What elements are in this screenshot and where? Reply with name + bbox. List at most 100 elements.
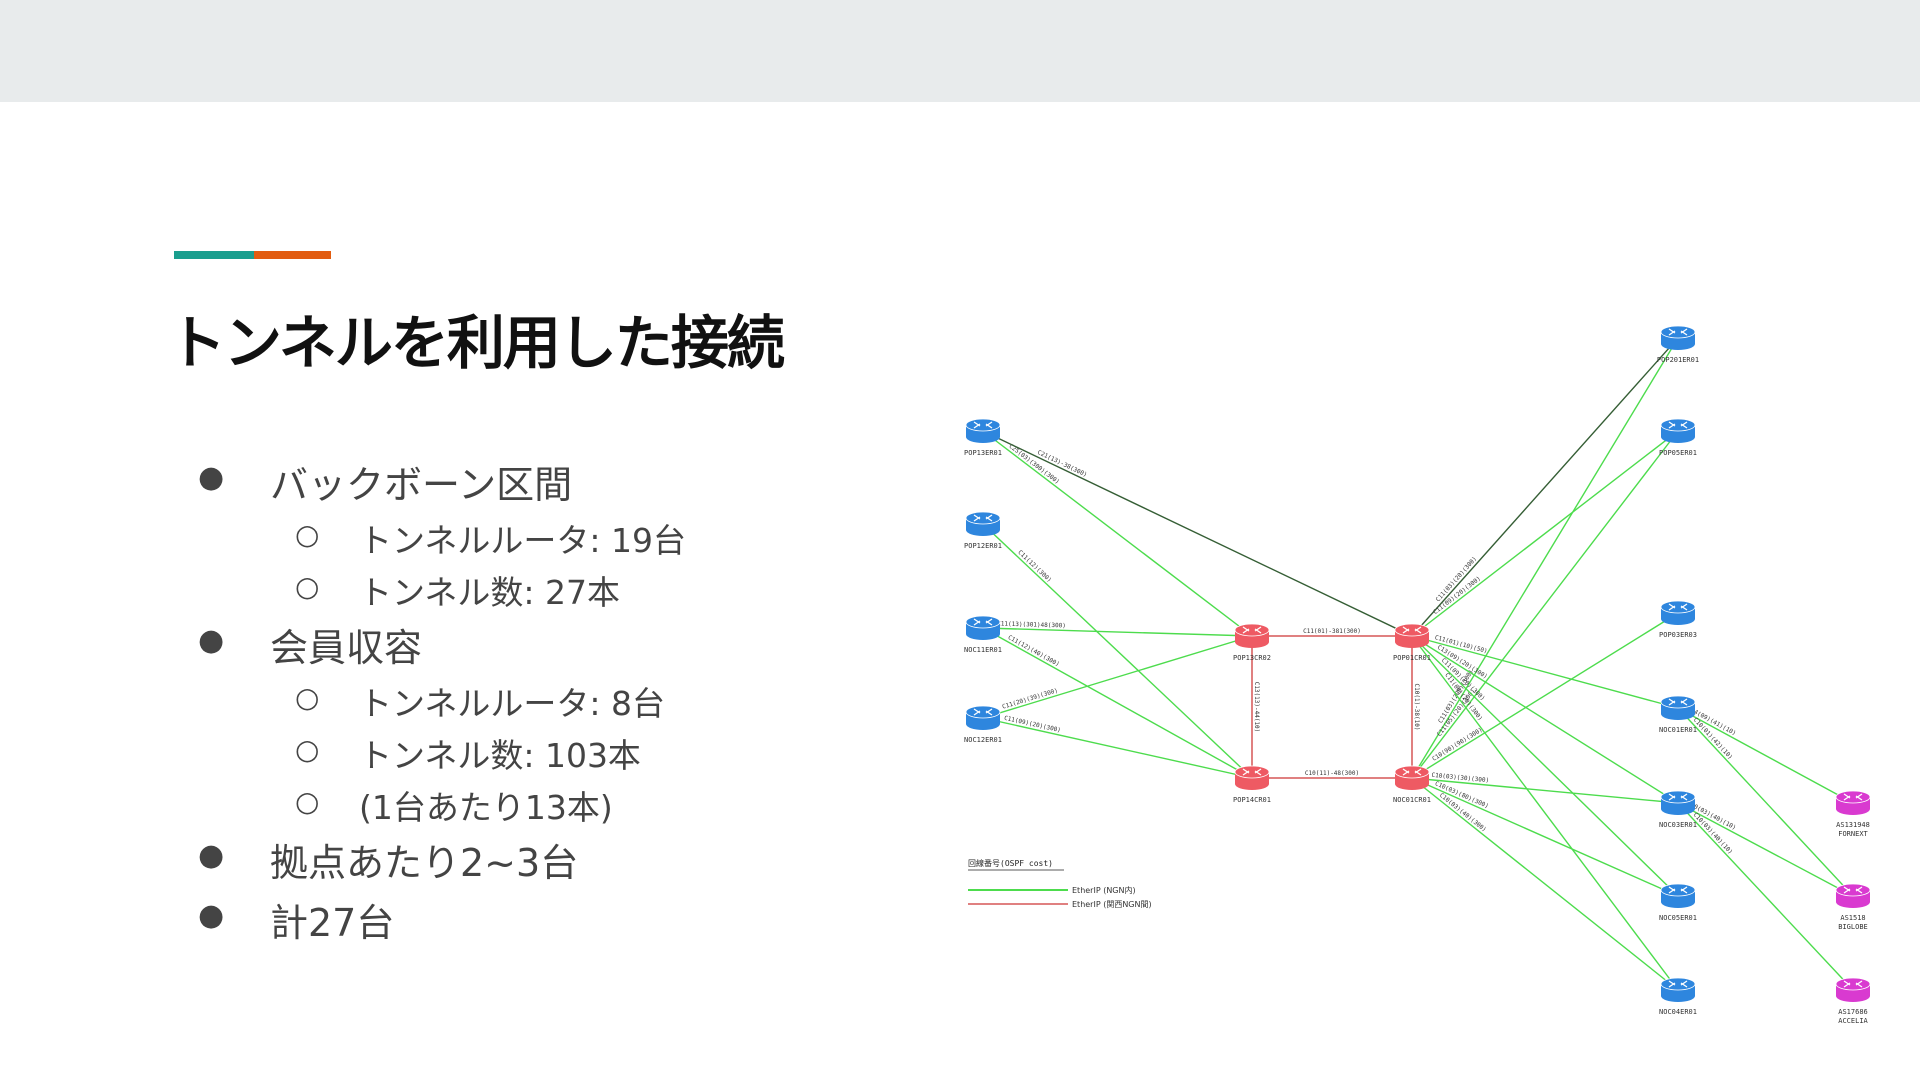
diagram-legend: 回線番号(OSPF cost)EtherIP (NGN内)EtherIP (関西…	[968, 858, 1152, 909]
link-noc03er01-as1518	[1677, 802, 1854, 897]
link-label: C11(12)(300)	[1016, 549, 1052, 584]
router-label: POP201ER01	[1657, 356, 1699, 364]
router-label: NOC11ER01	[964, 646, 1002, 654]
router-arrows-icon	[973, 514, 993, 522]
link-pop01cr01-noc03er01	[1411, 635, 1679, 804]
router-icon-top	[1660, 883, 1696, 897]
router-arrows-icon	[1668, 886, 1688, 894]
link-label: C13(13)-44(10)	[1253, 682, 1260, 733]
link-label: C10(11)-48(300)	[1305, 770, 1359, 777]
router-icon-base	[1661, 338, 1695, 350]
bullet-marker: ●	[198, 898, 225, 933]
sub-bullet-text: トンネルルータ: 19台	[359, 521, 686, 560]
router-icon-base	[966, 524, 1000, 536]
link-pop01cr01-noc04er01	[1411, 635, 1679, 991]
router-arrows-icon	[1242, 768, 1262, 776]
router-icon-base	[1235, 636, 1269, 648]
link-pop13er01-pop13cr02	[982, 430, 1253, 637]
router-label: AS17686	[1838, 1008, 1868, 1016]
sub-bullet-text: トンネルルータ: 8台	[359, 684, 665, 723]
link-noc01er01-as1518	[1677, 707, 1854, 897]
network-topology-diagram: C11(01)-381(300)C10(11)-48(300)C13(13)-4…	[950, 318, 1870, 1038]
link-noc01cr01-noc05er01	[1411, 777, 1679, 897]
link-pop12er01-pop14cr01	[982, 523, 1253, 779]
accent-bar-orange	[254, 251, 331, 259]
router-label: AS1518	[1840, 914, 1865, 922]
router-icon-top	[965, 705, 1001, 719]
router-noc11er01: NOC11ER01	[964, 615, 1002, 654]
router-icon-base	[1661, 431, 1695, 443]
router-pop13er01: POP13ER01	[964, 418, 1002, 457]
link-pop01cr01-pop201er01	[1411, 337, 1679, 637]
router-label: POP13CR02	[1233, 654, 1271, 662]
router-label: POP14CR01	[1233, 796, 1271, 804]
router-icon-top	[1394, 765, 1430, 779]
router-label: NOC04ER01	[1659, 1008, 1697, 1016]
router-arrows-icon	[1242, 626, 1262, 634]
router-icon-top	[1234, 765, 1270, 779]
router-icon-base	[1661, 708, 1695, 720]
legend-item-text: EtherIP (関西NGN間)	[1072, 900, 1152, 909]
router-pop13cr02: POP13CR02	[1233, 623, 1271, 662]
router-label: POP01CR01	[1393, 654, 1431, 662]
link-pop13er01-pop01cr01	[982, 430, 1413, 637]
bullet-text: 拠点あたり2~3台	[270, 841, 579, 885]
router-label: NOC01CR01	[1393, 796, 1431, 804]
router-label: NOC05ER01	[1659, 914, 1697, 922]
sub-bullet-marker: ○	[295, 733, 320, 766]
router-icon-top	[1660, 977, 1696, 991]
router-arrows-icon	[1668, 980, 1688, 988]
sub-bullet-text: トンネル数: 103本	[359, 736, 641, 775]
router-noc04er01: NOC04ER01	[1659, 977, 1697, 1016]
router-icon-base	[1661, 803, 1695, 815]
router-arrows-icon	[1843, 980, 1863, 988]
link-label: C11(13)(301)48(300)	[997, 620, 1066, 629]
link-label: C11(12)(40)(300)	[1007, 634, 1061, 668]
router-pop01cr01: POP01CR01	[1393, 623, 1431, 662]
router-icon-top	[1835, 883, 1870, 897]
link-label: C11(20)(39)(300)	[1001, 687, 1058, 711]
nodes-layer: POP13ER01POP12ER01NOC11ER01NOC12ER01POP1…	[964, 325, 1870, 1025]
sub-bullet-marker: ○	[295, 785, 320, 818]
bullet-marker: ●	[198, 460, 225, 495]
link-noc11er01-pop14cr01	[982, 627, 1253, 779]
top-band	[0, 0, 1920, 102]
link-noc12er01-pop13cr02	[982, 635, 1253, 719]
router-label: AS131948	[1836, 821, 1870, 829]
router-pop12er01: POP12ER01	[964, 511, 1002, 550]
sub-bullet-text: (1台あたり13本)	[359, 788, 613, 827]
router-icon-base	[966, 431, 1000, 443]
router-icon-top	[1660, 695, 1696, 709]
router-sublabel: FORNEXT	[1838, 830, 1868, 838]
link-noc12er01-pop14cr01	[982, 717, 1253, 779]
router-label: POP03ER03	[1659, 631, 1697, 639]
router-arrows-icon	[1402, 768, 1422, 776]
sub-bullet-marker: ○	[295, 518, 320, 551]
bullet-marker: ●	[198, 623, 225, 658]
router-noc03er01: NOC03ER01	[1659, 790, 1697, 829]
bullet-marker: ●	[198, 838, 225, 873]
bullet-text: バックボーン区間	[270, 463, 573, 507]
link-pop01cr01-noc01er01	[1411, 635, 1679, 709]
link-noc01cr01-pop201er01	[1411, 337, 1679, 779]
router-arrows-icon	[1402, 626, 1422, 634]
router-icon-top	[965, 511, 1001, 525]
router-icon-top	[965, 615, 1001, 629]
link-noc01cr01-noc04er01	[1411, 777, 1679, 991]
topology-svg: C11(01)-381(300)C10(11)-48(300)C13(13)-4…	[964, 325, 1870, 1025]
sub-bullet-text: トンネル数: 27本	[359, 573, 620, 612]
router-label: POP05ER01	[1659, 449, 1697, 457]
router-noc01cr01: NOC01CR01	[1393, 765, 1431, 804]
router-pop201er01: POP201ER01	[1657, 325, 1699, 364]
router-label: NOC01ER01	[1659, 726, 1697, 734]
legend-item-text: EtherIP (NGN内)	[1072, 885, 1136, 895]
router-arrows-icon	[1843, 793, 1863, 801]
router-arrows-icon	[1668, 698, 1688, 706]
router-icon-top	[1660, 325, 1696, 339]
router-arrows-icon	[973, 421, 993, 429]
router-label: POP13ER01	[964, 449, 1002, 457]
bullet-text: 会員収容	[270, 626, 423, 670]
